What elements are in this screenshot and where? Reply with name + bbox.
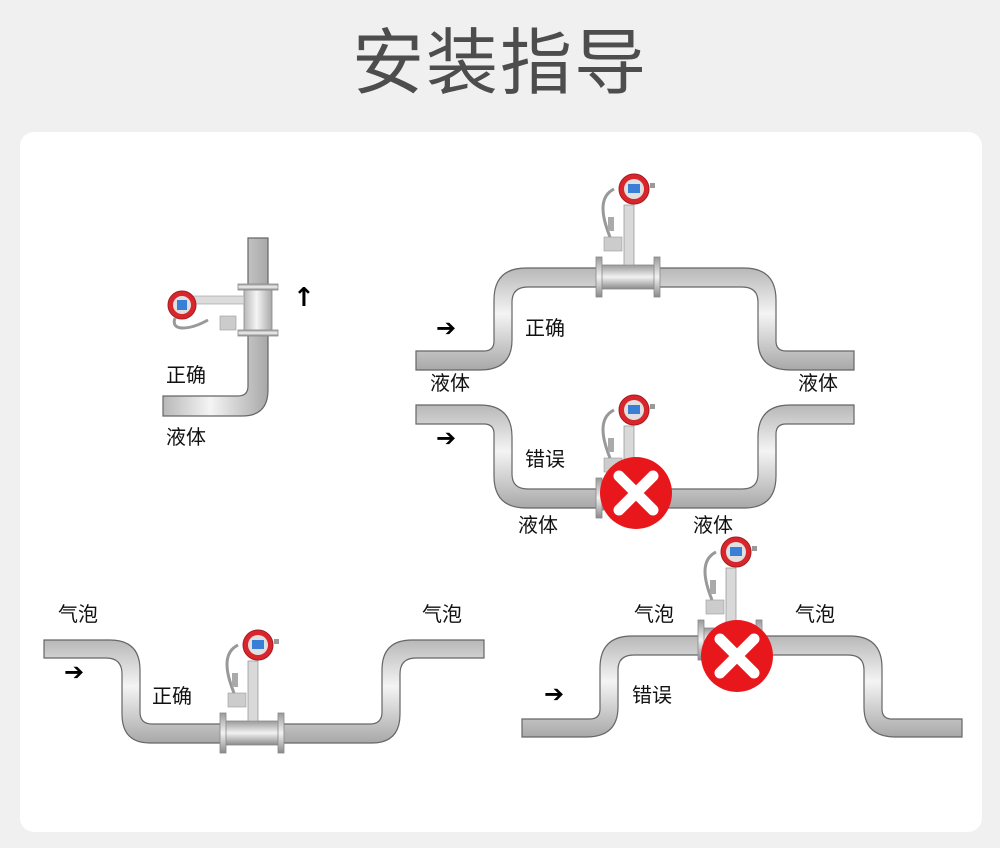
bubble-label-right: 气泡 xyxy=(422,602,462,626)
fluid-label-right: 液体 xyxy=(798,371,838,395)
diagram-liquid-high-correct: ➔ 正确 液体 液体 xyxy=(415,172,855,395)
bubble-label-left: 气泡 xyxy=(634,602,674,626)
arrow-right-icon: ➔ xyxy=(436,314,456,342)
verdict-label: 错误 xyxy=(632,683,672,707)
verdict-label: 错误 xyxy=(525,447,565,471)
arrow-up-icon: ↑ xyxy=(293,283,315,313)
verdict-label: 正确 xyxy=(166,363,206,387)
arrow-right-icon: ➔ xyxy=(544,680,564,708)
arrow-right-icon: ➔ xyxy=(64,658,84,686)
pipe xyxy=(415,267,855,371)
bubble-label-right: 气泡 xyxy=(795,602,835,626)
arrow-right-icon: ➔ xyxy=(436,424,456,452)
error-x-icon xyxy=(701,620,773,692)
error-x-icon xyxy=(600,457,672,529)
flow-meter xyxy=(594,172,662,299)
verdict-label: 正确 xyxy=(152,684,192,708)
diagram-liquid-low-wrong: ➔ 错误 液体 液体 xyxy=(415,393,855,537)
fluid-label-right: 液体 xyxy=(693,513,733,537)
flow-meter xyxy=(218,628,286,755)
fluid-label: 液体 xyxy=(166,425,206,449)
pipe xyxy=(415,404,855,509)
verdict-label: 正确 xyxy=(525,316,565,340)
fluid-label-left: 液体 xyxy=(518,513,558,537)
flow-meter xyxy=(167,283,279,337)
fluid-label-left: 液体 xyxy=(430,371,470,395)
diagram-vertical-correct: ↑ 正确 液体 xyxy=(162,237,315,449)
diagram-gas-high-wrong: ➔ 错误 气泡 气泡 xyxy=(521,535,963,738)
pipe xyxy=(162,237,269,417)
bubble-label-left: 气泡 xyxy=(58,602,98,626)
pipe xyxy=(43,639,485,744)
diagram-gas-low-correct: ➔ 正确 气泡 气泡 xyxy=(43,602,485,755)
pipe xyxy=(521,635,963,738)
page-title: 安装指导 xyxy=(351,21,648,105)
